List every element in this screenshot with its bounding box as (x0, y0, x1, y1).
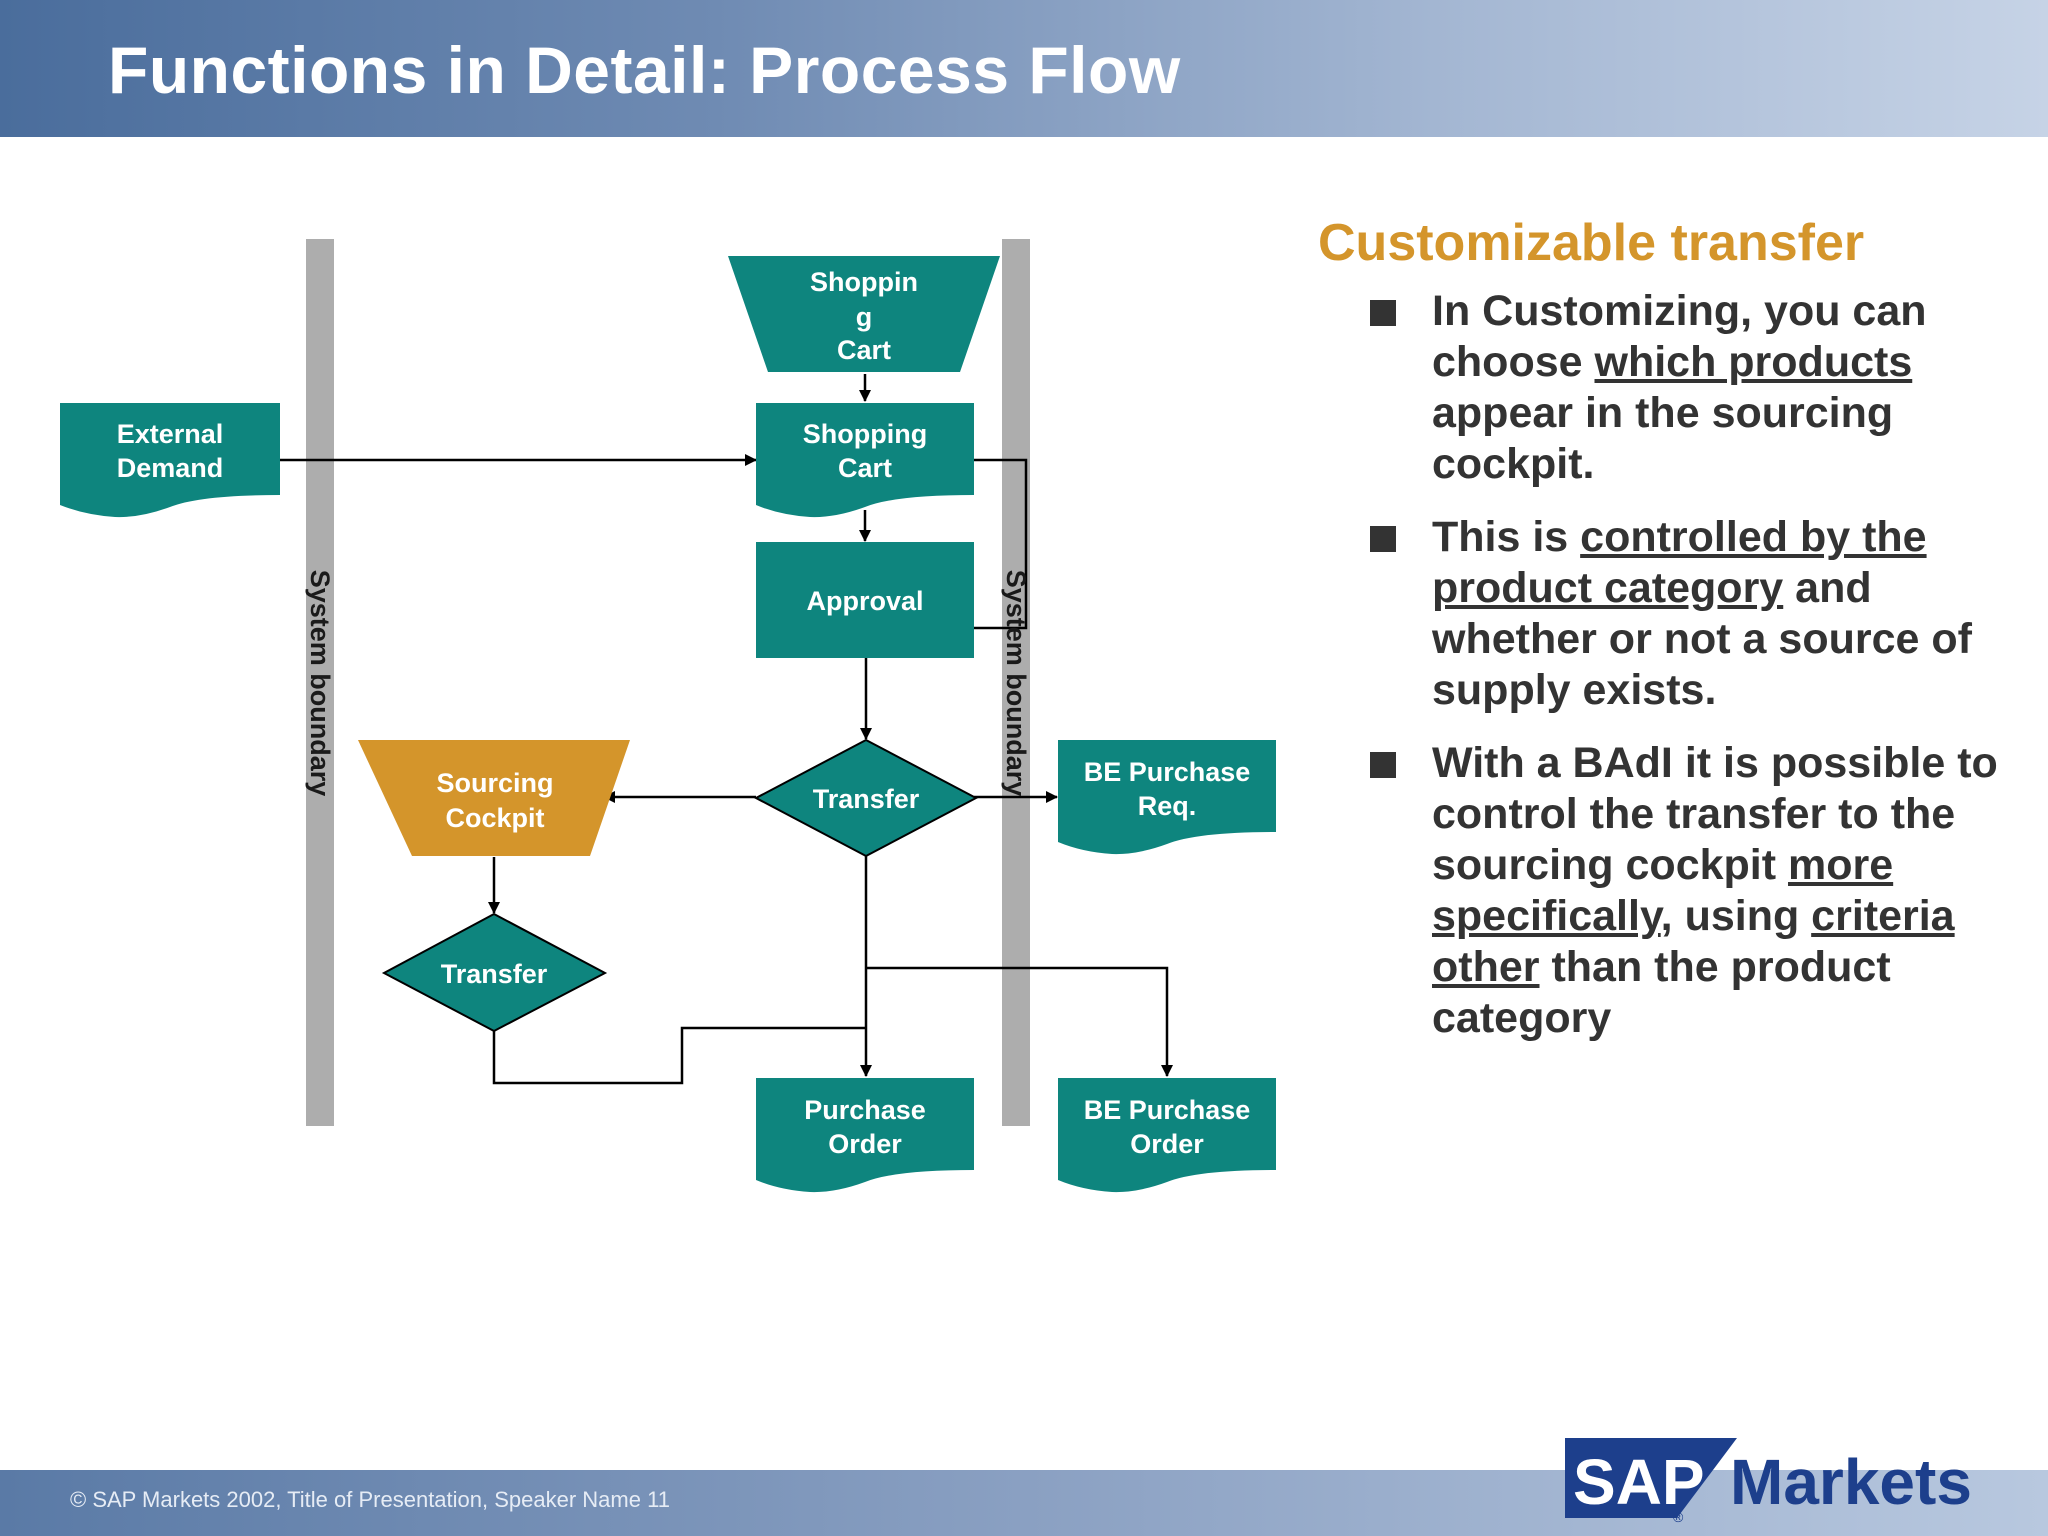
shopping-cart-top-label-2: g (856, 302, 873, 332)
shopping-cart-label-2: Cart (838, 453, 892, 483)
system-boundary-left-label: System boundary (305, 570, 335, 797)
bullet-item: This is controlled by the product catego… (1360, 512, 2000, 716)
bullet-3-text-1: With a BAdI it is possible to control th… (1432, 739, 1998, 889)
be-purchase-order-node (1058, 1078, 1276, 1193)
bullet-3-underlined-1: more specifically (1432, 841, 1894, 940)
external-demand-node (60, 403, 280, 518)
connectors (280, 374, 1173, 1085)
shopping-cart-top-label-1: Shoppin (810, 267, 918, 297)
bullet-1-text-1: In Customizing, you can choose (1432, 287, 1927, 386)
be-purchase-req-node (1058, 740, 1276, 855)
panel-heading: Customizable transfer (1318, 214, 1865, 272)
bullet-square-icon (1370, 752, 1396, 778)
shopping-cart-node (756, 403, 974, 518)
title-bar: Functions in Detail: Process Flow (0, 0, 2048, 137)
bullet-2-text-1: This is (1432, 513, 1581, 561)
sap-logo-badge (1565, 1438, 1737, 1518)
bullet-square-icon (1370, 300, 1396, 326)
transfer-lower-diamond (381, 912, 608, 1033)
system-boundary-right-label: System boundary (1001, 570, 1031, 797)
bullet-1-text-2: appear in the sourcing cockpit. (1432, 389, 1894, 488)
bullet-1-underlined: which products (1594, 338, 1913, 386)
transfer-main-diamond (753, 738, 979, 858)
purchase-order-label-1: Purchase (804, 1095, 926, 1125)
footer-copyright: © SAP Markets 2002, Title of Presentatio… (70, 1487, 670, 1512)
transfer-main-label: Transfer (813, 784, 920, 814)
sourcing-cockpit-trapezoid (358, 740, 630, 856)
purchase-order-label-2: Order (828, 1129, 902, 1159)
bullet-item: With a BAdI it is possible to control th… (1360, 738, 2000, 1044)
markets-logo-text: Markets (1730, 1446, 1972, 1518)
external-demand-label-2: Demand (117, 453, 224, 483)
system-boundary-left-bar (306, 239, 334, 1126)
bullet-square-icon (1370, 526, 1396, 552)
bullet-2-text-2: and whether or not a source of supply ex… (1432, 564, 1972, 714)
approval-node (756, 542, 974, 658)
sourcing-cockpit-label-2: Cockpit (445, 803, 544, 833)
bullet-list: In Customizing, you can choose which pro… (1360, 286, 2000, 1066)
transfer-lower-label: Transfer (441, 959, 548, 989)
footer-bar (0, 1470, 2048, 1536)
bullet-3-text-2: , using (1660, 892, 1812, 940)
registered-mark: ® (1673, 1509, 1684, 1524)
arrow-to-be-purchase-order (866, 966, 1173, 1077)
approval-label: Approval (806, 586, 923, 616)
shopping-cart-trapezoid (728, 256, 1000, 372)
external-demand-label-1: External (117, 419, 224, 449)
system-boundary-right-bar (1002, 239, 1030, 1126)
be-purchase-req-label-2: Req. (1138, 791, 1197, 821)
bullet-3-text-3: than the product category (1432, 943, 1891, 1042)
line-shop-to-transfer-route (860, 458, 1028, 740)
line-lower-transfer-to-po (492, 1026, 866, 1085)
bullet-item: In Customizing, you can choose which pro… (1360, 286, 2000, 490)
shopping-cart-top-label-3: Cart (837, 335, 891, 365)
sourcing-cockpit-label-1: Sourcing (436, 768, 553, 798)
be-purchase-req-label-1: BE Purchase (1084, 757, 1251, 787)
slide-title: Functions in Detail: Process Flow (108, 33, 1181, 107)
bullet-3-underlined-2: criteria other (1432, 892, 1955, 991)
shopping-cart-label-1: Shopping (803, 419, 927, 449)
sap-markets-logo: SAP Markets ® (1565, 1438, 1972, 1524)
sap-logo-text: SAP (1573, 1446, 1705, 1518)
be-purchase-order-label-2: Order (1130, 1129, 1204, 1159)
bullet-2-underlined: controlled by the product category (1432, 513, 1927, 612)
purchase-order-node (756, 1078, 974, 1193)
be-purchase-order-label-1: BE Purchase (1084, 1095, 1251, 1125)
